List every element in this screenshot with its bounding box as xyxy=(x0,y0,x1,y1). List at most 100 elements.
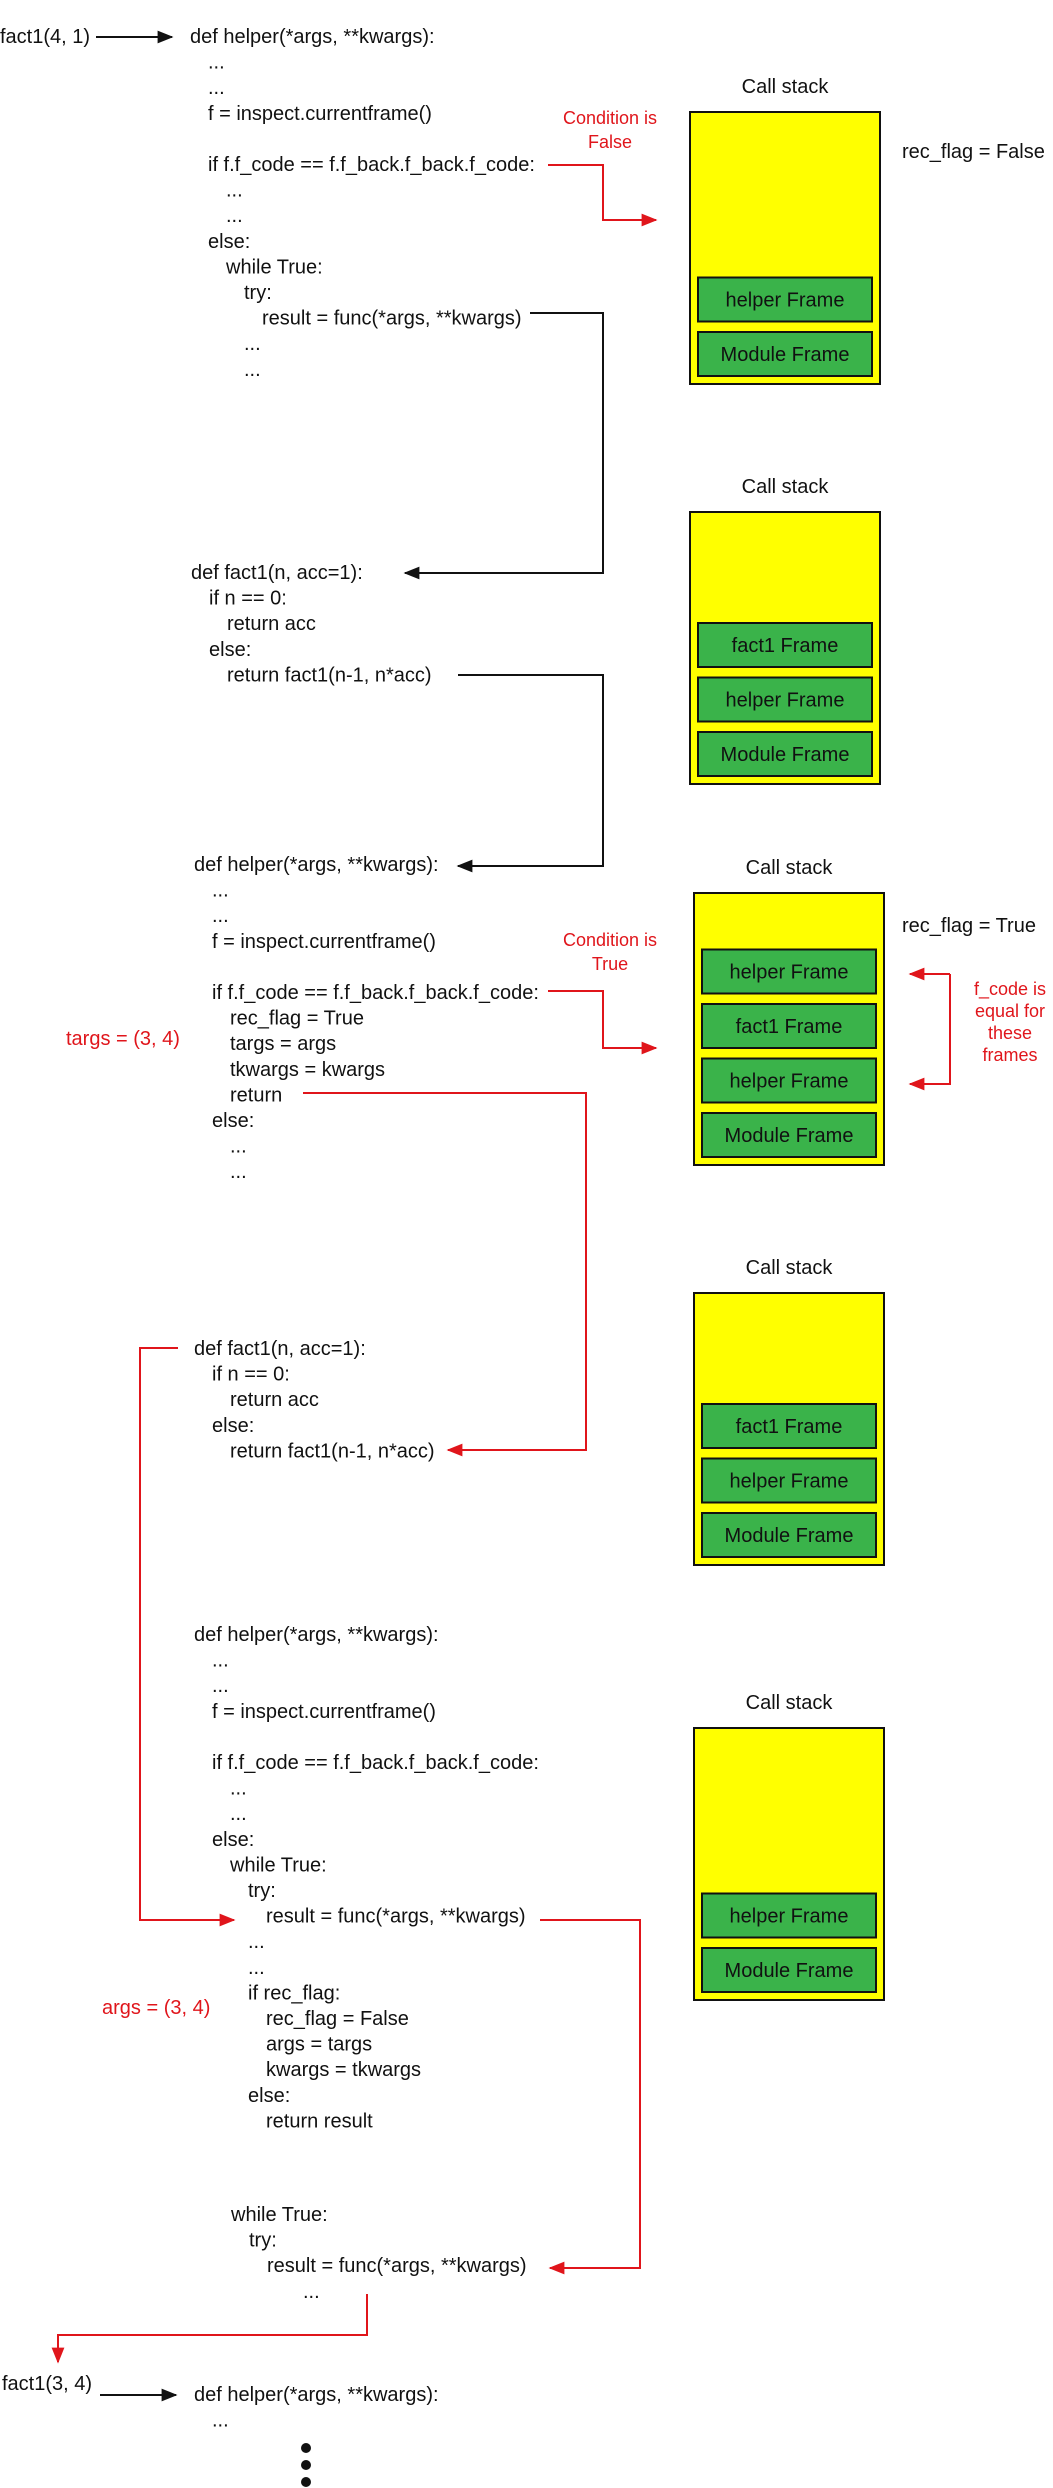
call-start-label: fact1(4, 1) xyxy=(0,26,90,48)
code-line: args = targs xyxy=(266,2034,372,2056)
stack-frame xyxy=(701,1003,877,1049)
stack-frame-label: helper Frame xyxy=(726,290,845,312)
code-line: else: xyxy=(248,2085,290,2107)
code-line: return fact1(n-1, n*acc) xyxy=(227,664,432,686)
stack-frame xyxy=(701,1112,877,1158)
code-line: ... xyxy=(230,1161,247,1183)
code-line: if f.f_code == f.f_back.f_back.f_code: xyxy=(212,1752,539,1774)
continuation-ellipsis-icon xyxy=(301,2443,311,2487)
code-line: ... xyxy=(230,1136,247,1158)
stack-frame xyxy=(697,276,873,323)
stack-frame xyxy=(701,948,877,995)
code-line: if n == 0: xyxy=(212,1364,290,1386)
code-line: tkwargs = kwargs xyxy=(230,1059,385,1081)
code-line: ... xyxy=(248,1931,265,1953)
code-blocks: def helper(*args, **kwargs):...... f = in… xyxy=(190,26,539,2432)
code-line: result = func(*args, **kwargs) xyxy=(266,1906,526,1928)
call-stack-title: Call stack xyxy=(746,1692,834,1714)
code-line: ... xyxy=(212,1650,229,1672)
stack-frame xyxy=(697,676,873,723)
code-line: ... xyxy=(212,2410,229,2432)
helper-block-4: def helper(*args, **kwargs):... xyxy=(194,2384,439,2432)
code-line: def helper(*args, **kwargs): xyxy=(194,2384,439,2406)
helper-block-2: def helper(*args, **kwargs):...... f = in… xyxy=(194,854,539,1183)
code-line: def helper(*args, **kwargs): xyxy=(194,1624,439,1646)
code-line: def fact1(n, acc=1): xyxy=(191,562,363,584)
code-line: else: xyxy=(212,1415,254,1437)
stack-frame-label: helper Frame xyxy=(730,962,849,984)
call-stack-title: Call stack xyxy=(746,857,834,879)
code-line: try: xyxy=(244,282,272,304)
fact1-block-2: def fact1(n, acc=1): if n == 0: return acc… xyxy=(194,1338,435,1462)
code-line: if n == 0: xyxy=(209,588,287,610)
call-stack-title: Call stack xyxy=(742,76,830,98)
while-block: while True:try:result = func(*args, **kw… xyxy=(230,2204,527,2303)
f-code-arrow-bottom xyxy=(908,974,951,1091)
code-line: ... xyxy=(226,180,243,202)
code-line: if rec_flag: xyxy=(248,1982,340,2004)
code-line: result = func(*args, **kwargs) xyxy=(267,2255,527,2277)
stack-frame-label: Module Frame xyxy=(725,1960,854,1982)
code-line: return acc xyxy=(227,613,316,635)
rec-flag-true-label: rec_flag = True xyxy=(902,915,1036,937)
f-code-note-line1: f_code is xyxy=(974,979,1046,1000)
call-stack-title: Call stack xyxy=(746,1257,834,1279)
code-line: ... xyxy=(244,333,261,355)
call-stack-3: Call stack helper Frame fact1 Frame helper … xyxy=(693,857,885,1166)
code-line: targs = args xyxy=(230,1033,336,1055)
rec-flag-false-label: rec_flag = False xyxy=(902,141,1045,163)
code-line: ... xyxy=(303,2281,320,2303)
stack-frame-label: Module Frame xyxy=(721,344,850,366)
code-line: ... xyxy=(208,52,225,74)
stack-frame xyxy=(697,622,873,668)
code-line: ... xyxy=(226,205,243,227)
stack-frame xyxy=(697,331,873,377)
code-line: rec_flag = True xyxy=(230,1008,364,1030)
fact1-block-1: def fact1(n, acc=1): if n == 0: return acc… xyxy=(191,562,432,686)
targs-annotation: targs = (3, 4) xyxy=(66,1028,180,1050)
helper-block-3: def helper(*args, **kwargs):......f = in… xyxy=(194,1624,539,2132)
stack-frame xyxy=(701,1512,877,1558)
stack-frame-label: helper Frame xyxy=(726,690,845,712)
call-stack-title: Call stack xyxy=(742,476,830,498)
return-arrow xyxy=(303,1092,587,1457)
stack-frame-label: helper Frame xyxy=(730,1071,849,1093)
f-code-note-line2: equal for xyxy=(975,1001,1045,1021)
call-func-arrow xyxy=(403,312,604,580)
code-line: return acc xyxy=(230,1389,319,1411)
args-annotation: args = (3, 4) xyxy=(102,1997,210,2019)
code-line: ... xyxy=(212,1675,229,1697)
code-line: while True: xyxy=(229,1854,327,1876)
fact1-return-arrow xyxy=(139,1347,236,1927)
stack-frame-label: fact1 Frame xyxy=(736,1016,843,1038)
code-line: result = func(*args, **kwargs) xyxy=(262,308,522,330)
code-line: ... xyxy=(212,880,229,902)
code-line: else: xyxy=(212,1110,254,1132)
code-line: if f.f_code == f.f_back.f_back.f_code: xyxy=(212,982,539,1004)
code-line: def helper(*args, **kwargs): xyxy=(194,854,439,876)
stack-frame-label: Module Frame xyxy=(725,1525,854,1547)
code-line: ... xyxy=(212,905,229,927)
stack-frame xyxy=(701,1457,877,1504)
f-code-note-line4: frames xyxy=(982,1045,1037,1065)
code-line: while True: xyxy=(230,2204,328,2226)
condition-false-arrow xyxy=(548,164,658,227)
code-line: f = inspect.currentframe() xyxy=(212,931,436,953)
call-end-label: fact1(3, 4) xyxy=(2,2373,92,2395)
code-line: return xyxy=(230,1084,282,1106)
code-line: ... xyxy=(230,1803,247,1825)
recursive-call-arrow xyxy=(456,674,604,873)
code-line: ... xyxy=(208,77,225,99)
stack-frame-label: fact1 Frame xyxy=(732,635,839,657)
stack-frame-label: Module Frame xyxy=(725,1125,854,1147)
condition-true-line2: True xyxy=(592,954,628,974)
code-line: ... xyxy=(244,359,261,381)
code-line: def fact1(n, acc=1): xyxy=(194,1338,366,1360)
stack-frame-label: fact1 Frame xyxy=(736,1416,843,1438)
stack-frame-label: helper Frame xyxy=(730,1906,849,1928)
stack-frame xyxy=(701,1947,877,1993)
